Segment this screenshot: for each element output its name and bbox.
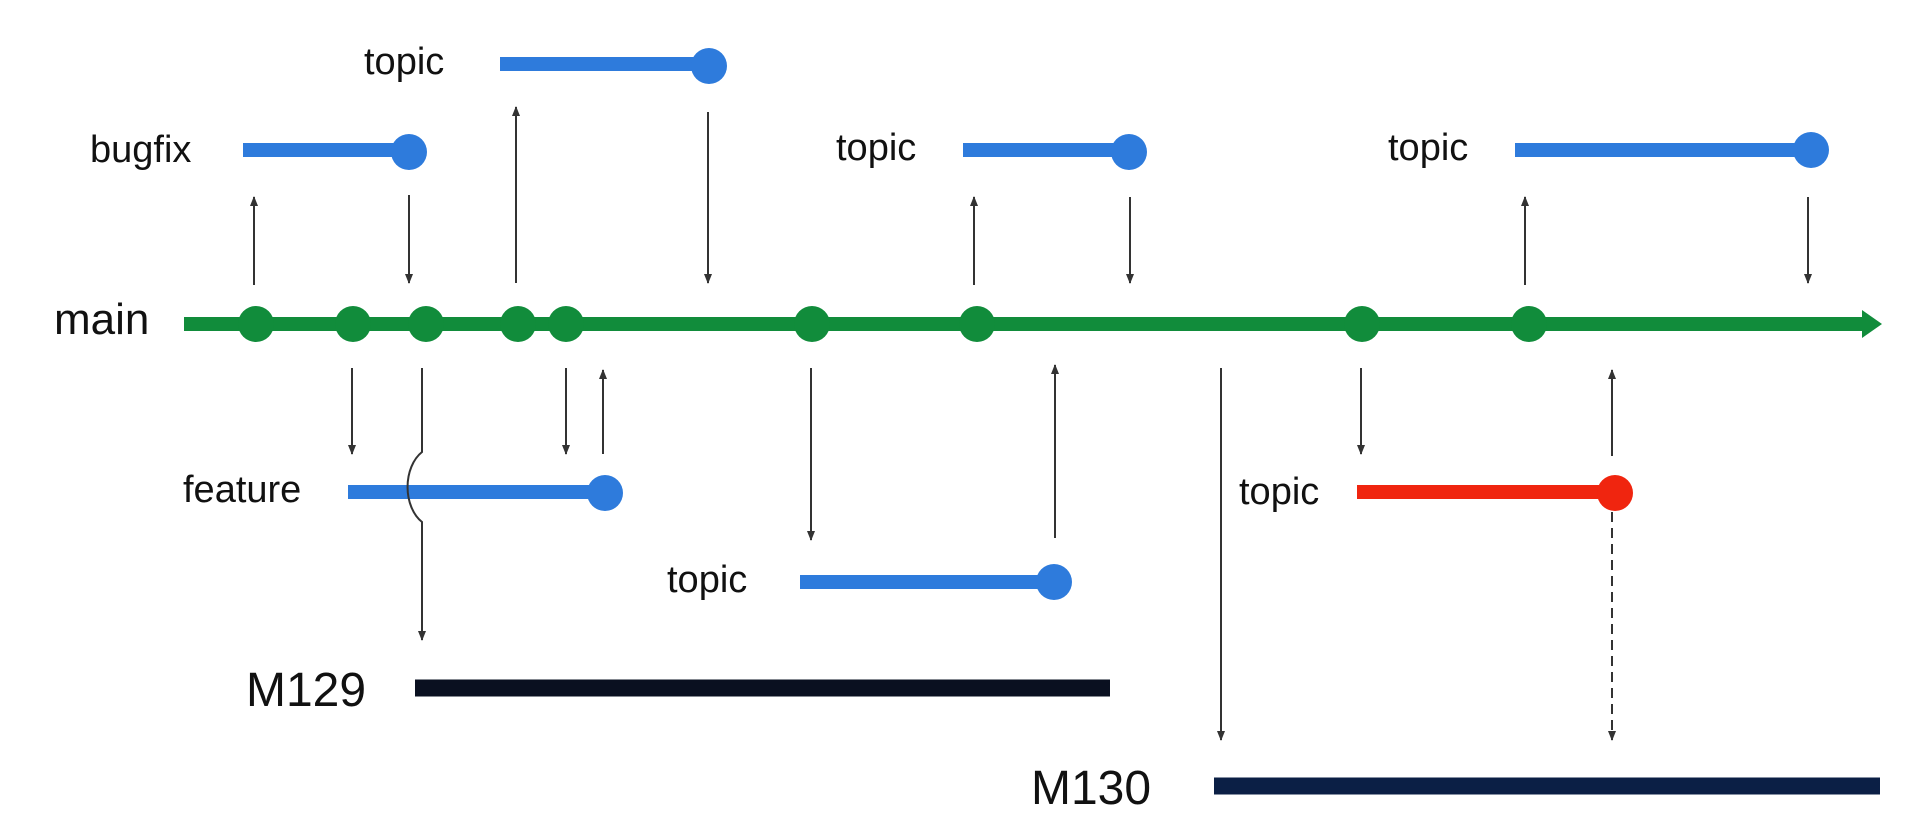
main-commit: [335, 306, 371, 342]
main-branch-label: main: [54, 295, 149, 344]
main-commit: [959, 306, 995, 342]
feature-branch-head: [587, 475, 623, 511]
m129-release-label: M129: [246, 664, 366, 717]
m130-release-label: M130: [1031, 762, 1151, 815]
main-commit: [408, 306, 444, 342]
topic-branch-head: [1036, 564, 1072, 600]
main-commit: [238, 306, 274, 342]
bugfix-branch-label: bugfix: [90, 129, 191, 171]
main-branch-arrowhead: [1862, 310, 1882, 338]
topic-branch-label: topic: [836, 127, 916, 169]
main-commit: [1511, 306, 1547, 342]
hotfix-topic-branch-label: topic: [1239, 471, 1319, 513]
main-commit: [500, 306, 536, 342]
main-commit: [794, 306, 830, 342]
topic-branch-label: topic: [1388, 127, 1468, 169]
feature-branch-label: feature: [183, 469, 301, 511]
hotfix-branch-head: [1597, 475, 1633, 511]
topic-branch-head: [691, 48, 727, 84]
bugfix-branch-head: [391, 134, 427, 170]
topic-branch-label: topic: [364, 41, 444, 83]
main-commit: [1344, 306, 1380, 342]
topic-branch-label: topic: [667, 559, 747, 601]
main-commit: [548, 306, 584, 342]
topic-branch-head: [1793, 132, 1829, 168]
release-branch-arrow: [406, 368, 426, 641]
topic-branch-head: [1111, 134, 1147, 170]
